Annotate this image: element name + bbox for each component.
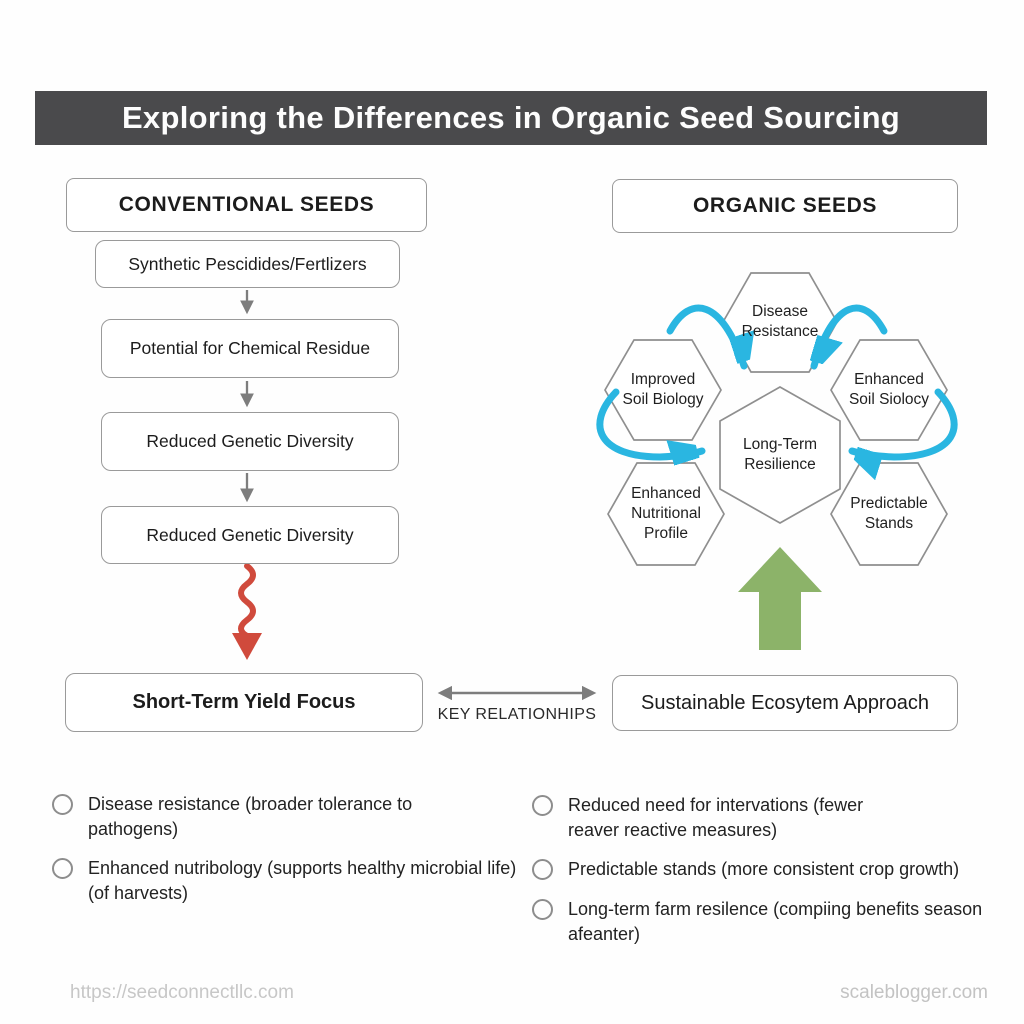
bullet-text: Reduced need for intervations (fewer rea…	[568, 795, 864, 840]
hexagon-enhanced-soil-siolocy	[830, 339, 948, 441]
hex-label-enhanced-nutritional-profile: Enhanced Nutritional Profile	[631, 484, 701, 543]
list-item: Long-term farm resilence (compiing benef…	[532, 897, 1024, 946]
step-label: Synthetic Pescidides/Fertlizers	[128, 253, 367, 274]
list-item: Predictable stands (more consistent crop…	[532, 857, 1024, 882]
step-label: Reduced Genetic Diversity	[146, 524, 354, 545]
conventional-step-4: Reduced Genetic Diversity	[101, 506, 399, 564]
conventional-header-label: CONVENTIONAL SEEDS	[118, 193, 375, 216]
hexagon-enhanced-nutritional-profile	[607, 462, 725, 566]
blue-arrow-bottom-right-icon	[848, 388, 958, 457]
conventional-step-1: Synthetic Pescidides/Fertlizers	[95, 240, 400, 288]
bullet-list-left: Disease resistance (broader tolerance to…	[52, 792, 535, 906]
hex-label-long-term-resilience: Long-Term Resilience	[742, 435, 818, 473]
hex-label-enhanced-soil-siolocy: Enhanced Soil Siolocy	[848, 370, 930, 408]
list-item: Enhanced nutribology (supports healthy m…	[52, 856, 535, 905]
bullet-circle-icon	[532, 795, 553, 816]
title-bar: Exploring the Differences in Organic See…	[35, 91, 987, 145]
hex-label-improved-soil-biology: Improved Soil Biology	[622, 370, 704, 408]
conventional-header-box: CONVENTIONAL SEEDS	[66, 178, 427, 232]
green-up-arrow-icon	[738, 547, 822, 650]
step-label: Reduced Genetic Diversity	[146, 431, 354, 451]
conventional-step-2: Potential for Chemical Residue	[101, 319, 399, 378]
key-relationships-label: KEY RELATIONHIPS	[437, 706, 597, 723]
hex-label-predictable-stands: Predictable Stands	[850, 494, 928, 532]
organic-header-label: ORGANIC SEEDS	[693, 194, 877, 217]
bullet-text: Disease resistance (broader tolerance to…	[88, 794, 413, 839]
blue-arrow-top-right-icon	[814, 304, 888, 370]
hex-label-disease-resistance: Disease Resistance	[741, 302, 819, 340]
hexagon-long-term-resilience	[719, 386, 841, 524]
conventional-step-3: Reduced Genetic Diversity	[101, 412, 399, 471]
bullet-circle-icon	[52, 858, 73, 880]
hexagon-improved-soil-biology	[604, 339, 722, 441]
bullet-list-right: Reduced need for intervations (fewer rea…	[532, 793, 1024, 946]
bullet-text: Predictable stands (more consistent crop…	[568, 859, 960, 880]
blue-arrow-bottom-left-icon	[596, 388, 706, 457]
bullet-circle-icon	[532, 898, 553, 920]
organic-outcome-label: Sustainable Ecosytem Approach	[641, 691, 929, 714]
page-title: Exploring the Differences in Organic See…	[121, 100, 901, 135]
organic-outcome-box: Sustainable Ecosytem Approach	[612, 675, 958, 731]
bullet-circle-icon	[52, 794, 73, 815]
organic-header-box: ORGANIC SEEDS	[612, 179, 958, 233]
conventional-outcome-label: Short-Term Yield Focus	[132, 691, 356, 713]
red-squiggle-arrow-icon	[232, 563, 262, 660]
bullet-circle-icon	[532, 859, 553, 881]
step-label: Potential for Chemical Residue	[129, 338, 371, 358]
footer-source-url: https://seedconnectllc.com	[70, 982, 294, 1003]
list-item: Disease resistance (broader tolerance to…	[52, 792, 535, 841]
footer-site-url: scaleblogger.com	[840, 982, 988, 1003]
conventional-outcome-box: Short-Term Yield Focus	[65, 673, 423, 732]
blue-arrow-top-left-icon	[666, 304, 744, 370]
bullet-text: Enhanced nutribology (supports healthy m…	[88, 858, 517, 903]
bullet-text: Long-term farm resilence (compiing benef…	[568, 898, 983, 944]
list-item: Reduced need for intervations (fewer rea…	[532, 793, 1024, 842]
